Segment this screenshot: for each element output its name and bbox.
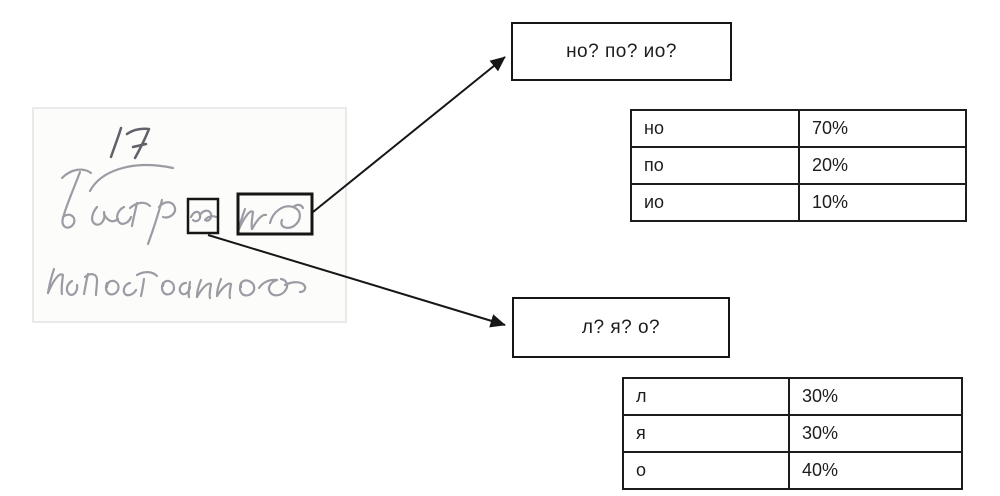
highlight-box-word [236, 192, 314, 236]
arrow-to-bottom-question [207, 234, 506, 328]
table-row: ио 10% [630, 183, 967, 222]
handwriting-page-number [109, 126, 151, 160]
arrow-to-top-question [312, 56, 506, 213]
handwriting-line-2 [46, 267, 307, 300]
handwriting-line-1 [60, 164, 305, 246]
highlight-box-letter [186, 197, 220, 235]
probability-cell: 40% [788, 451, 963, 490]
question-box-letter: л? я? о? [512, 297, 730, 358]
probability-cell: 20% [798, 146, 967, 185]
option-cell: ио [630, 183, 800, 222]
question-box-word: но? по? ио? [511, 22, 732, 81]
scanned-note-image [32, 107, 347, 323]
option-cell: но [630, 109, 800, 148]
probability-table-letter: л 30% я 30% о 40% [622, 377, 963, 490]
option-cell: я [622, 414, 790, 453]
table-row: я 30% [622, 414, 963, 453]
table-row: л 30% [622, 377, 963, 416]
probability-table-word: но 70% по 20% ио 10% [630, 109, 967, 222]
table-row: о 40% [622, 451, 963, 490]
question-box-letter-label: л? я? о? [581, 316, 661, 338]
option-cell: по [630, 146, 800, 185]
table-row: но 70% [630, 109, 967, 148]
probability-cell: 30% [788, 377, 963, 416]
probability-cell: 30% [788, 414, 963, 453]
table-row: по 20% [630, 146, 967, 185]
option-cell: о [622, 451, 790, 490]
probability-cell: 10% [798, 183, 967, 222]
question-box-word-label: но? по? ио? [566, 40, 677, 62]
option-cell: л [622, 377, 790, 416]
probability-cell: 70% [798, 109, 967, 148]
